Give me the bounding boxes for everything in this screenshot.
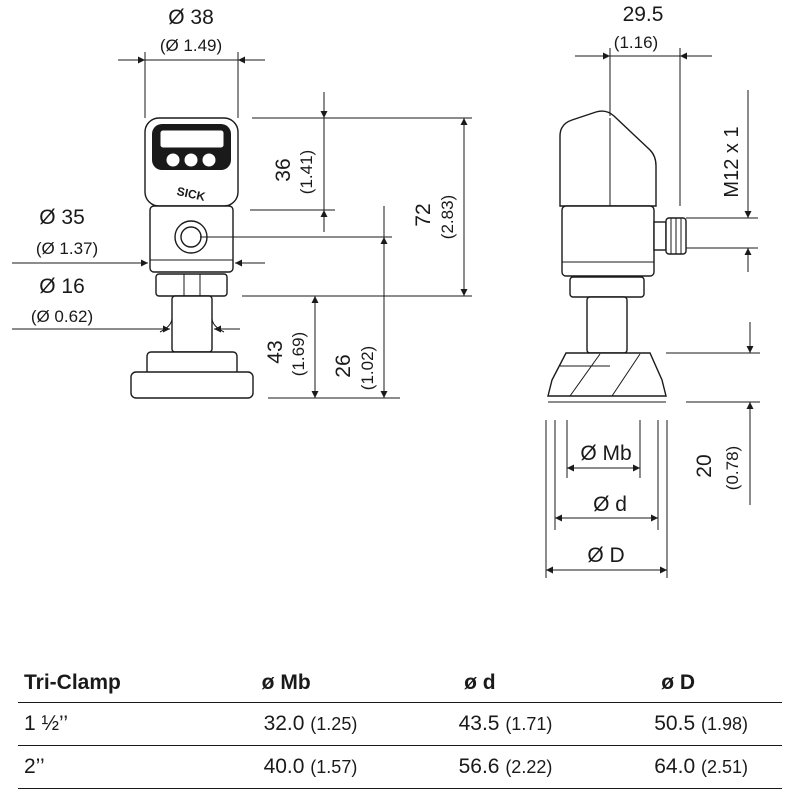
dim-h36-inch: (1.41) [297,150,316,194]
dim-d16-inch: (Ø 0.62) [31,307,93,326]
dim-d35-label: Ø 35 [39,206,85,229]
table-header-row: Tri-Clamp ø Mb ø d ø D [18,664,782,703]
dim-d38-inch: (Ø 1.49) [160,36,222,55]
front-neck [171,295,213,353]
dim-h72-inch: (2.83) [438,195,457,239]
brand-logo: SICK [176,184,207,204]
dim-d-label: Ø d [593,493,627,516]
dim-w29-5-label: 29.5 [623,3,664,26]
col-header-tri-clamp: Tri-Clamp [18,664,187,703]
dim-h20-label: 20 [693,454,716,477]
button-middle-icon [183,152,199,168]
dim-h36-label: 36 [272,158,295,181]
table-row: 2’’ 40.0 (1.57) 56.6 (2.22) 64.0 (2.51) [18,745,782,789]
cell-D: 64.0 (2.51) [574,745,782,789]
front-collar [155,273,228,297]
dim-h43-label: 43 [264,340,287,363]
cell-d: 43.5 (1.71) [385,702,575,746]
cell-size: 2’’ [18,745,187,789]
dim-d38-label: Ø 38 [168,6,214,29]
front-view: SICK Ø 38 (Ø 1.49) Ø 35 (Ø 1.37) [12,6,472,399]
dim-thread-label: M12 x 1 [721,126,743,197]
dim-d16-label: Ø 16 [39,275,85,298]
cell-size: 1 ½’’ [18,702,187,746]
dim-h72-label: 72 [412,203,435,226]
dim-w29-5-inch: (1.16) [614,33,658,52]
side-collar [569,276,645,298]
col-header-D: ø D [574,664,782,703]
dim-h26-inch: (1.02) [358,346,377,390]
cell-mb: 40.0 (1.57) [187,745,386,789]
col-header-d: ø d [385,664,575,703]
side-view: 29.5 (1.16) M12 x 1 20 (0.78) Ø Mb Ø d [545,3,760,578]
side-body [561,205,655,277]
display-window [159,129,225,149]
button-right-icon [201,152,217,168]
cell-d: 56.6 (2.22) [385,745,575,789]
dim-mb-label: Ø Mb [580,442,631,465]
table-row: 1 ½’’ 32.0 (1.25) 43.5 (1.71) 50.5 (1.98… [18,702,782,746]
dim-h43-inch: (1.69) [289,332,308,376]
dim-h20-inch: (0.78) [723,446,742,490]
side-clamp-flange [547,352,667,397]
dimension-drawing: SICK Ø 38 (Ø 1.49) Ø 35 (Ø 1.37) [12,3,760,578]
dim-d35-inch: (Ø 1.37) [36,239,98,258]
button-left-icon [165,152,181,168]
side-neck [586,296,628,354]
dim-D-label: Ø D [587,544,624,567]
side-angled-head [559,110,657,207]
cell-D: 50.5 (1.98) [574,702,782,746]
tri-clamp-table: Tri-Clamp ø Mb ø d ø D 1 ½’’ 32.0 (1.25)… [18,664,782,789]
dim-h26-label: 26 [332,354,355,377]
cell-mb: 32.0 (1.25) [187,702,386,746]
m12-connector-icon [653,221,667,251]
col-header-mb: ø Mb [187,664,386,703]
